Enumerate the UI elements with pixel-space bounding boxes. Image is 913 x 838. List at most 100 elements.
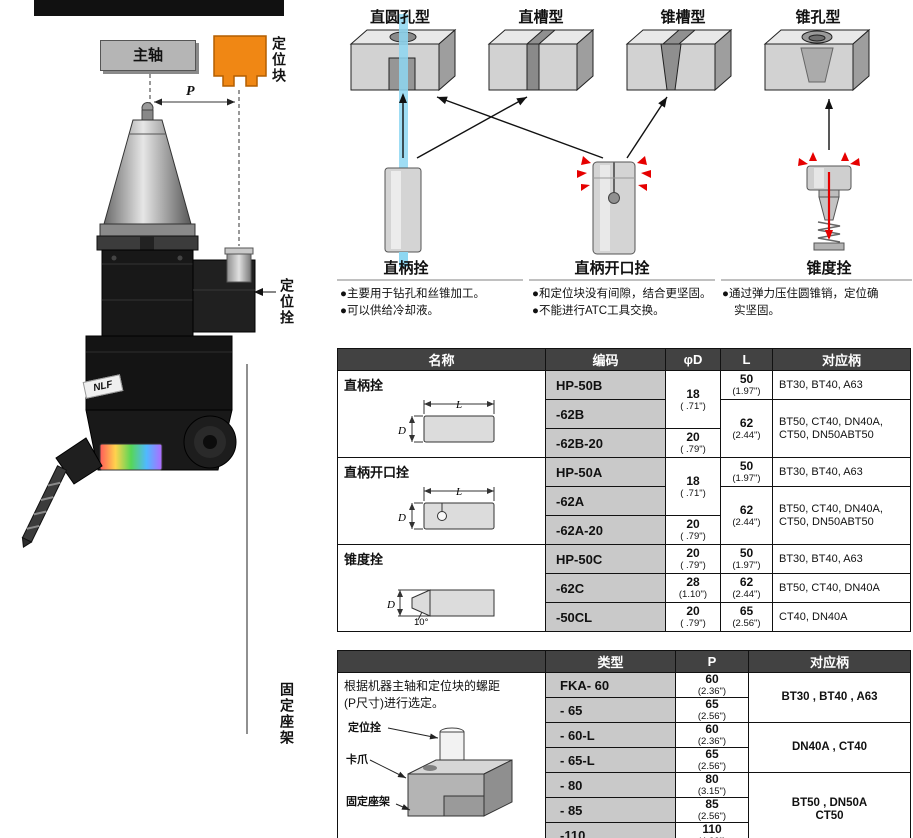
code-cell: HP-50A [545, 457, 666, 487]
l-cell: 50(1.97") [720, 457, 773, 487]
pin-type-label: 直柄开口拴 [574, 260, 650, 277]
flange-notch [140, 236, 154, 250]
grip-spark-marks [577, 156, 651, 191]
shank-line: BT50, CT40, DN40A, [779, 502, 883, 515]
l-cell: 62(2.44") [720, 399, 773, 458]
socket-type-label: 锥槽型 [660, 9, 706, 26]
dim-label-l: L [455, 399, 462, 411]
mount-type-table: 类型 P 对应柄 根据机器主轴和定位块的螺距 (P尺寸)进行选定。 [337, 650, 911, 838]
p-value: 60 [705, 722, 719, 736]
code-cell: -62B [545, 399, 666, 429]
type-cell: - 80 [545, 772, 676, 798]
socket-type-label: 直槽型 [518, 9, 564, 26]
type-cell: -110 [545, 822, 676, 838]
taper-pin-dimension-diagram: D 10° [386, 589, 495, 626]
d-inches: ( .79") [680, 560, 706, 571]
table-row: -62B-20 20( .79") [338, 428, 911, 458]
l-inches: (2.56") [732, 618, 761, 629]
shank-cell: BT50, CT40, DN40A,CT50, DN50ABT50 [772, 399, 911, 458]
table-row: 直柄开口拴 L D [337, 457, 911, 545]
selection-note-line: 根据机器主轴和定位块的螺距 [344, 679, 501, 693]
code-cell: -62C [545, 573, 666, 603]
code-cell: -62A [545, 486, 666, 516]
note-line: ●可以供给冷却液。 [340, 305, 439, 317]
d-value: 18 [686, 386, 700, 401]
d-cell: 20( .79") [665, 428, 721, 458]
p-value: 65 [705, 697, 719, 711]
l-inches: (2.44") [732, 429, 761, 441]
p-inches: (4.33") [676, 836, 748, 838]
type-cell: - 60-L [545, 722, 676, 748]
d-cell: 20( .79") [665, 544, 721, 574]
p-cell: 65(2.56") [675, 697, 749, 723]
l-inches: (1.97") [732, 386, 761, 397]
l-value: 62 [739, 575, 754, 589]
l-inches: (2.44") [732, 589, 761, 600]
p-inches: (2.36") [697, 686, 727, 697]
shank-line: CT50 [815, 810, 844, 822]
table-row: -110 110(4.33") [338, 822, 911, 838]
l-inches: (2.44") [732, 516, 761, 528]
mount-header-blank [337, 650, 546, 673]
code-cell: -62B-20 [545, 428, 666, 458]
compatibility-arrows [402, 96, 830, 159]
l-cell: 62(2.44") [720, 486, 773, 545]
note-line: ●和定位块没有间隙，结合更坚固。 [532, 288, 712, 300]
d-inches: ( .79") [680, 618, 706, 629]
spec-header-name: 名称 [337, 348, 546, 371]
machine-illustration-panel: 主轴 定位块 P 定位拴 固定座架 NLF [0, 0, 337, 838]
diag-arrow-icon [658, 97, 667, 108]
note-line: 实坚固。 [734, 305, 780, 317]
selection-note-cell: 根据机器主轴和定位块的螺距 (P尺寸)进行选定。 [337, 672, 546, 838]
d-value: 28 [686, 575, 700, 589]
l-value: 65 [739, 604, 754, 618]
table-row: -50CL 20( .79") 65(2.56") CT40, DN40A [338, 602, 911, 632]
spindle-label-box: 主轴 [100, 40, 196, 71]
group-name-cell: 直柄拴 L D [337, 370, 546, 458]
type-cell: - 85 [545, 797, 676, 823]
d-value: 18 [686, 473, 700, 488]
p-cell: 110(4.33") [675, 822, 749, 838]
diag-arrow-icon [516, 97, 527, 106]
leader-arrow-icon [397, 771, 406, 778]
table-row: - 65 65(2.56") [338, 697, 911, 723]
shank-cell: BT50, CT40, DN40A [772, 573, 911, 603]
p-cell: 60(2.36") [675, 722, 749, 748]
machine-frame-bar [34, 0, 284, 16]
d-value: 20 [686, 604, 700, 618]
p-arrow-right [227, 98, 235, 106]
socket-compatibility-diagram [337, 14, 912, 281]
socket-block-straight-slot [487, 28, 595, 92]
d-inches: ( .79") [680, 444, 706, 455]
leader-arrow-icon [401, 804, 410, 810]
fixed-mount-label: 固定座架 [279, 682, 295, 746]
d-cell: 20( .79") [665, 515, 721, 545]
note-line: ●通过弹力压住圆锥销，定位确 [722, 288, 879, 300]
socket-type-label: 直圆孔型 [369, 9, 430, 26]
socket-type-label: 锥孔型 [795, 9, 841, 26]
mount-header-type: 类型 [545, 650, 676, 673]
diag-arrow-icon [437, 96, 448, 105]
bolt-2 [177, 255, 183, 261]
p-value: 65 [705, 747, 719, 761]
p-cell: 60(2.36") [675, 672, 749, 698]
gear-boss-inner [203, 435, 217, 449]
d-value: 20 [686, 517, 700, 531]
d-inches: ( .71") [680, 400, 706, 412]
taper-shank [103, 119, 192, 225]
p-value: 80 [705, 772, 719, 786]
locating-pin-label: 定位拴 [279, 278, 295, 326]
p-cell: 80(3.15") [675, 772, 749, 798]
pin-type-label: 直柄拴 [383, 260, 429, 277]
p-cell: 85(2.56") [675, 797, 749, 823]
shank-cell: BT50, CT40, DN40A,CT50, DN50ABT50 [772, 486, 911, 545]
table-row: -62A-20 20( .79") [338, 515, 911, 545]
holographic-sticker [99, 443, 163, 471]
l-value: 62 [739, 502, 754, 517]
l-cell: 65(2.56") [720, 602, 773, 632]
p-inches: (2.56") [697, 711, 727, 722]
locating-block-shape [213, 35, 267, 87]
l-cell: 62(2.44") [720, 573, 773, 603]
l-value: 50 [739, 372, 754, 386]
